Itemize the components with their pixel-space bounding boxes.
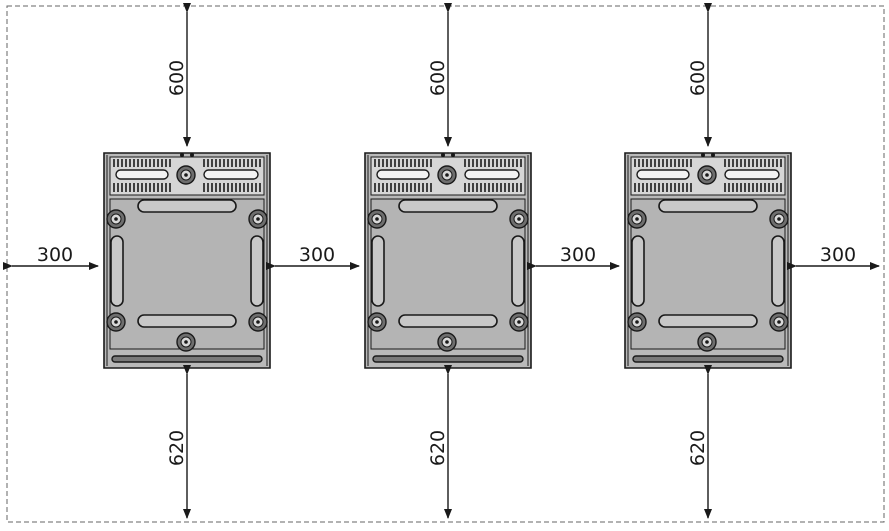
bottom-clearance-label-2: 620 xyxy=(427,430,449,466)
side-clearance-label-gap-1: 300 xyxy=(299,244,335,266)
top-clearance-label-3: 600 xyxy=(687,60,709,96)
bottom-clearance-label-1: 620 xyxy=(166,430,188,466)
top-clearance-label-2: 600 xyxy=(427,60,449,96)
inverter-unit-1 xyxy=(104,153,270,368)
side-clearance-label-left: 300 xyxy=(37,244,73,266)
bottom-clearance-label-3: 620 xyxy=(687,430,709,466)
inverter-unit-2 xyxy=(365,153,531,368)
top-clearance-label-1: 600 xyxy=(166,60,188,96)
side-clearance-label-gap-2: 300 xyxy=(560,244,596,266)
inverter-unit-3 xyxy=(625,153,791,368)
side-clearance-label-right: 300 xyxy=(820,244,856,266)
